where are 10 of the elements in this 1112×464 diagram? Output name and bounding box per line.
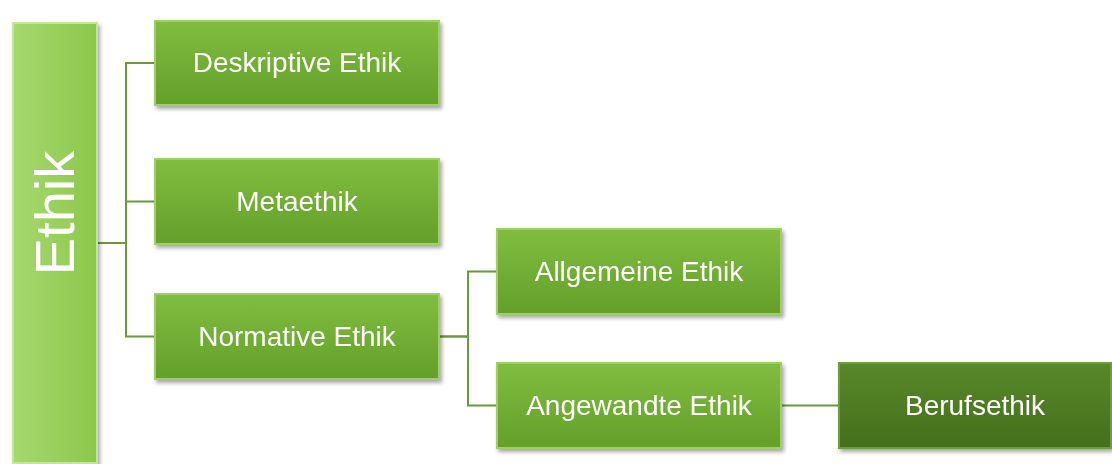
category-box: Ethik <box>12 22 98 464</box>
connector-line <box>781 404 839 407</box>
category-box: Deskriptive Ethik <box>154 20 440 106</box>
connector-line <box>439 335 497 407</box>
connector-line <box>97 242 155 338</box>
category-box: Berufsethik <box>838 362 1112 449</box>
category-box: Metaethik <box>154 158 440 245</box>
category-box: Allgemeine Ethik <box>496 228 782 315</box>
category-box: Angewandte Ethik <box>496 362 782 449</box>
category-box: Normative Ethik <box>154 293 440 380</box>
